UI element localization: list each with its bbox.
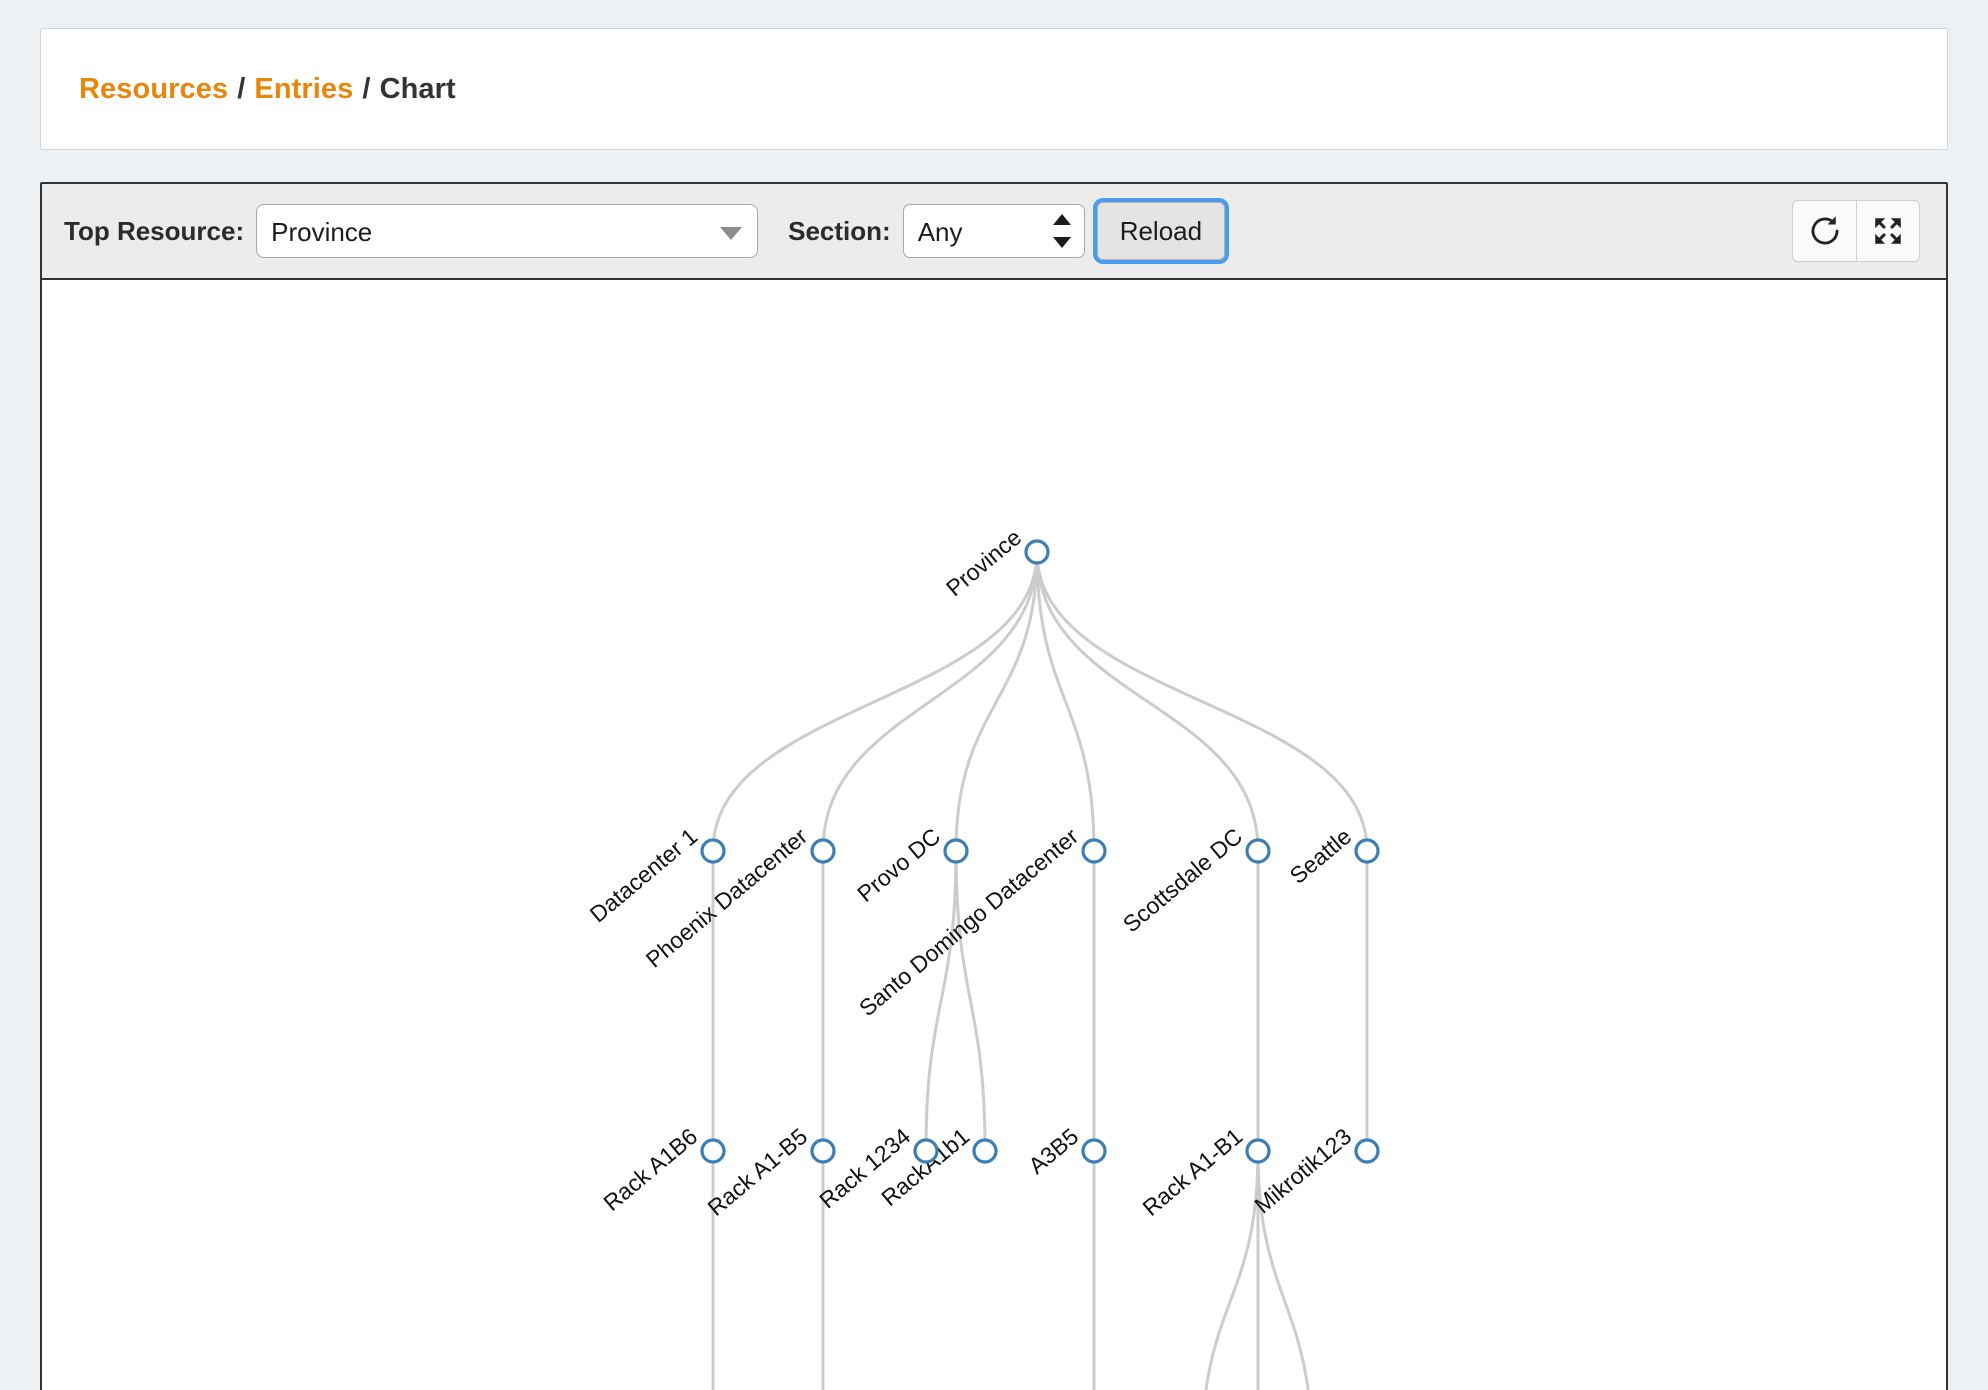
tree-link	[1035, 551, 1096, 852]
expand-button[interactable]	[1856, 200, 1920, 262]
tree-node[interactable]	[700, 838, 726, 864]
refresh-button[interactable]	[1792, 200, 1856, 262]
tree-node[interactable]	[1081, 838, 1107, 864]
breadcrumb-separator-1: /	[237, 72, 246, 105]
tree-link	[711, 551, 1039, 852]
tree-node-label: Rack A1-B5	[702, 1123, 812, 1221]
tree-node-label: Provo DC	[852, 823, 945, 907]
tree-link	[1035, 551, 1260, 852]
tree-link	[821, 551, 1039, 852]
top-resource-label: Top Resource:	[64, 215, 245, 246]
tree-node[interactable]	[1024, 539, 1050, 565]
tree-node-label: Scottsdale DC	[1118, 823, 1247, 937]
breadcrumb-item-entries[interactable]: Entries	[254, 72, 354, 105]
refresh-icon	[1811, 216, 1838, 245]
tree-link	[954, 551, 1039, 852]
tree-node[interactable]	[810, 1138, 836, 1164]
top-resource-select-wrap: Province	[256, 204, 759, 258]
chart-toolbar: Top Resource: Province Section: Any Relo…	[42, 184, 1946, 280]
tree-node[interactable]	[913, 1138, 939, 1164]
tree-link	[1256, 1150, 1310, 1390]
breadcrumb-item-chart: Chart	[379, 72, 456, 105]
tree-node-label: Datacenter 1	[585, 823, 703, 928]
top-resource-select[interactable]: Province	[256, 204, 759, 258]
toolbar-right-actions	[1792, 200, 1920, 262]
tree-node-label: Seattle	[1285, 823, 1357, 889]
tree-link	[1035, 551, 1369, 852]
tree-node-label: Rack A1B6	[598, 1123, 702, 1216]
tree-node[interactable]	[810, 838, 836, 864]
breadcrumb-item-resources[interactable]: Resources	[79, 72, 229, 105]
section-select[interactable]: Any	[902, 204, 1085, 258]
section-label: Section:	[788, 215, 891, 246]
reload-button[interactable]: Reload	[1096, 202, 1226, 260]
tree-node[interactable]	[943, 838, 969, 864]
tree-node[interactable]	[1245, 838, 1271, 864]
tree-link	[1204, 1150, 1260, 1390]
tree-nodes-layer[interactable]	[700, 539, 1380, 1390]
chart-panel: Top Resource: Province Section: Any Relo…	[40, 182, 1948, 1390]
tree-node[interactable]	[1354, 838, 1380, 864]
breadcrumb: Resources / Entries / Chart	[79, 73, 456, 106]
tree-node-label: Rack A1-B1	[1137, 1123, 1247, 1221]
expand-icon	[1875, 218, 1901, 244]
tree-node[interactable]	[1354, 1138, 1380, 1164]
breadcrumb-panel: Resources / Entries / Chart	[40, 28, 1948, 150]
tree-link	[954, 850, 987, 1152]
tree-links-layer	[711, 551, 1369, 1390]
tree-node-label: A3B5	[1023, 1123, 1083, 1179]
tree-node[interactable]	[972, 1138, 998, 1164]
tree-node[interactable]	[700, 1138, 726, 1164]
tree-node[interactable]	[1245, 1138, 1271, 1164]
section-select-wrap: Any	[902, 204, 1085, 258]
tree-node[interactable]	[1081, 1138, 1107, 1164]
tree-link	[924, 850, 958, 1152]
tree-node-label: Mikrotik123	[1249, 1123, 1356, 1219]
breadcrumb-separator-2: /	[362, 72, 371, 105]
tree-node-label: Province	[941, 524, 1026, 601]
